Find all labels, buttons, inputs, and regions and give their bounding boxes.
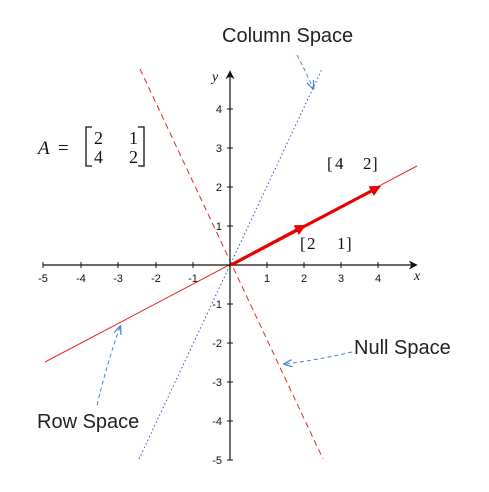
matrix-equals: =	[58, 138, 69, 159]
y-axis-label: y	[210, 70, 219, 85]
vector-long-component: 4	[335, 154, 344, 173]
row-space-pointer	[96, 327, 120, 406]
matrix-cell: 1	[129, 128, 138, 148]
x-tick-label: -1	[188, 273, 198, 285]
x-tick-label: 4	[375, 273, 381, 285]
vector-short-component: 2	[307, 234, 316, 253]
y-tick-labels: 4 3 2 1 -1 -2 -3 -4 -5	[212, 104, 222, 467]
x-tick-label: -5	[38, 273, 48, 285]
matrix-right-bracket	[138, 126, 145, 167]
x-tick-label: 2	[301, 273, 307, 285]
y-tick-label: -3	[212, 377, 222, 389]
x-tick-label: 3	[338, 273, 344, 285]
y-tick-label: -2	[212, 338, 222, 350]
svg-text:[: [	[300, 234, 306, 253]
x-tick-label: -3	[113, 273, 123, 285]
column-space-label: Column Space	[222, 25, 353, 47]
y-tick-label: 1	[216, 221, 222, 233]
y-tick-label: 3	[216, 143, 222, 155]
matrix-cell: 2	[94, 128, 103, 148]
matrix-left-bracket	[85, 126, 92, 167]
x-tick-label: 1	[264, 273, 270, 285]
svg-text:]: ]	[346, 234, 352, 253]
null-space-pointer	[285, 351, 353, 364]
vector-long-component: 2	[363, 154, 372, 173]
vector-short-label: [ 2 1 ]	[300, 234, 352, 253]
y-tick-label: 4	[216, 104, 222, 116]
x-axis-label: x	[413, 269, 421, 284]
vector-short-component: 1	[337, 234, 346, 253]
y-tick-label: -1	[212, 299, 222, 311]
matrix-cell: 2	[129, 147, 138, 167]
row-space-label: Row Space	[37, 411, 139, 433]
y-tick-marks	[227, 108, 233, 461]
x-tick-label: -2	[151, 273, 161, 285]
matrix-name: A	[36, 138, 50, 159]
matrix-definition: A = 2 1 4 2	[36, 126, 145, 167]
x-tick-marks	[42, 262, 379, 268]
svg-text:[: [	[327, 154, 333, 173]
null-space-label: Null Space	[354, 337, 451, 359]
vector-short	[230, 224, 306, 267]
x-tick-label: -4	[76, 273, 86, 285]
matrix-cell: 4	[94, 147, 103, 167]
x-tick-labels: -5 -4 -3 -2 -1 1 2 3 4	[38, 273, 381, 285]
y-tick-label: 2	[216, 182, 222, 194]
y-tick-label: -4	[212, 416, 222, 428]
vector-long-label: [ 4 2 ]	[327, 154, 378, 173]
y-tick-label: -5	[212, 455, 222, 467]
svg-text:]: ]	[372, 154, 378, 173]
column-space-pointer	[296, 54, 313, 88]
